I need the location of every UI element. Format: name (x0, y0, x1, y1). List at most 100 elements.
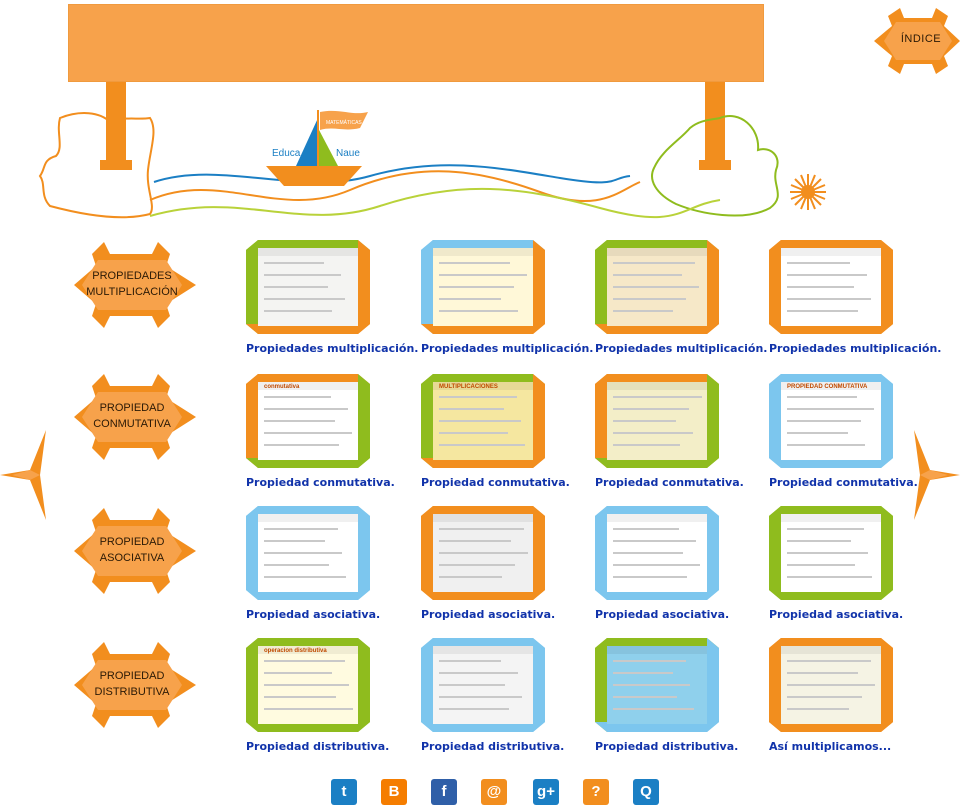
thumbnail-title: MULTIPLICACIONES (439, 384, 498, 390)
resource-thumbnail[interactable] (421, 240, 545, 334)
resource-link[interactable]: Propiedad distributiva. (421, 740, 565, 753)
resource-thumbnail[interactable] (421, 638, 545, 732)
resource-thumbnail[interactable] (421, 506, 545, 600)
header-decoration: MATEMÁTICAS Educa Naue (38, 110, 826, 219)
resource-card[interactable]: Propiedades multiplicación. (246, 240, 419, 355)
social-glyph: @ (486, 783, 502, 800)
thumbnail-screen (607, 382, 707, 460)
thumbnail-screen (607, 514, 707, 592)
thumbnail-screen (258, 514, 358, 592)
resource-card[interactable]: Propiedad distributiva. (595, 638, 739, 753)
resource-thumbnail[interactable] (595, 240, 719, 334)
resource-link[interactable]: Propiedades multiplicación. (246, 342, 419, 355)
row-turtle-3: PROPIEDAD ASOCIATIVA (74, 508, 196, 594)
sun-icon (790, 174, 826, 210)
resource-thumbnail[interactable] (769, 240, 893, 334)
banner-post-left (100, 82, 132, 170)
resource-thumbnail[interactable] (769, 638, 893, 732)
row-label-line1: PROPIEDAD (99, 670, 165, 682)
row-label-line1: PROPIEDAD (99, 536, 165, 548)
thumbnail-title: PROPIEDAD CONMUTATIVA (787, 384, 868, 390)
resource-link[interactable]: Así multiplicamos... (769, 740, 892, 753)
next-arrow-icon[interactable] (912, 430, 960, 520)
resource-link[interactable]: Propiedades multiplicación. (595, 342, 768, 355)
blogger-icon[interactable]: B (381, 779, 407, 805)
thumbnail-screen (433, 646, 533, 724)
banner-post-right (699, 82, 731, 170)
resource-thumbnail[interactable]: operacion distributiva (246, 638, 370, 732)
resource-card[interactable]: Propiedades multiplicación. (421, 240, 594, 355)
resource-link[interactable]: Propiedad asociativa. (421, 608, 556, 621)
resource-thumbnail[interactable] (595, 638, 719, 732)
turtle-icon (74, 242, 196, 328)
turtle-icon (74, 374, 196, 460)
resource-thumbnail[interactable]: MULTIPLICACIONES (421, 374, 545, 468)
svg-text:Educa: Educa (272, 148, 301, 159)
resource-thumbnail[interactable] (246, 240, 370, 334)
resource-link[interactable]: Propiedad distributiva. (246, 740, 390, 753)
thumbnail-screen: MULTIPLICACIONES (433, 382, 533, 460)
thumbnail-title: operacion distributiva (264, 648, 327, 654)
resource-card[interactable]: Propiedad asociativa. (769, 506, 904, 621)
resource-card[interactable]: Propiedad asociativa. (595, 506, 730, 621)
row-label-line1: PROPIEDAD (99, 402, 165, 414)
row-label-line2: ASOCIATIVA (99, 552, 165, 564)
resource-card[interactable]: PROPIEDAD CONMUTATIVA Propiedad conmutati… (769, 374, 918, 489)
svg-text:Naue: Naue (336, 148, 360, 159)
social-glyph: f (441, 783, 447, 800)
resource-link[interactable]: Propiedad conmutativa. (769, 476, 918, 489)
google-plus-icon[interactable]: g+ (533, 779, 559, 805)
resource-link[interactable]: Propiedad conmutativa. (595, 476, 744, 489)
twitter-icon[interactable]: t (331, 779, 357, 805)
thumbnail-screen (433, 248, 533, 326)
thumbnail-title: conmutativa (264, 384, 300, 390)
resource-link[interactable]: Propiedades multiplicación. (769, 342, 942, 355)
thumbnail-screen (781, 646, 881, 724)
resource-thumbnail[interactable]: conmutativa (246, 374, 370, 468)
search-icon[interactable]: Q (633, 779, 659, 805)
svg-text:MATEMÁTICAS: MATEMÁTICAS (326, 119, 362, 126)
resource-card[interactable]: MULTIPLICACIONES Propiedad conmutativa. (421, 374, 570, 489)
resource-link[interactable]: Propiedad asociativa. (595, 608, 730, 621)
facebook-icon[interactable]: f (431, 779, 457, 805)
previous-arrow-icon[interactable] (0, 430, 48, 520)
thumbnail-screen (607, 646, 707, 724)
resource-card[interactable]: Así multiplicamos... (769, 638, 899, 753)
resource-card[interactable]: Propiedad asociativa. (421, 506, 556, 621)
social-glyph: t (341, 783, 347, 800)
thumbnail-screen (607, 248, 707, 326)
turtle-icon (74, 508, 196, 594)
resource-thumbnail[interactable] (595, 506, 719, 600)
resource-card[interactable]: Propiedades multiplicación. (769, 240, 942, 355)
resource-card[interactable]: Propiedad asociativa. (246, 506, 381, 621)
resource-card[interactable]: Propiedad conmutativa. (595, 374, 744, 489)
header-banner (68, 4, 764, 82)
resource-link[interactable]: Propiedad asociativa. (769, 608, 904, 621)
resource-thumbnail[interactable] (595, 374, 719, 468)
resource-link[interactable]: Propiedad conmutativa. (246, 476, 395, 489)
resource-thumbnail[interactable] (769, 506, 893, 600)
help-icon[interactable]: ? (583, 779, 609, 805)
resource-link[interactable]: Propiedad distributiva. (595, 740, 739, 753)
social-glyph: g+ (537, 783, 555, 800)
indice-turtle-icon[interactable] (874, 8, 960, 74)
email-icon[interactable]: @ (481, 779, 507, 805)
thumbnail-screen (433, 514, 533, 592)
resource-card[interactable]: Propiedades multiplicación. (595, 240, 768, 355)
social-glyph: B (388, 783, 400, 800)
indice-link[interactable]: ÍNDICE (900, 33, 942, 45)
thumbnail-screen (781, 514, 881, 592)
resource-thumbnail[interactable] (246, 506, 370, 600)
turtle-icon (74, 642, 196, 728)
resource-link[interactable]: Propiedad conmutativa. (421, 476, 570, 489)
resource-card[interactable]: Propiedad distributiva. (421, 638, 565, 753)
row-label-line2: MULTIPLICACIÓN (86, 286, 178, 298)
resource-thumbnail[interactable]: PROPIEDAD CONMUTATIVA (769, 374, 893, 468)
resource-link[interactable]: Propiedades multiplicación. (421, 342, 594, 355)
resource-link[interactable]: Propiedad asociativa. (246, 608, 381, 621)
